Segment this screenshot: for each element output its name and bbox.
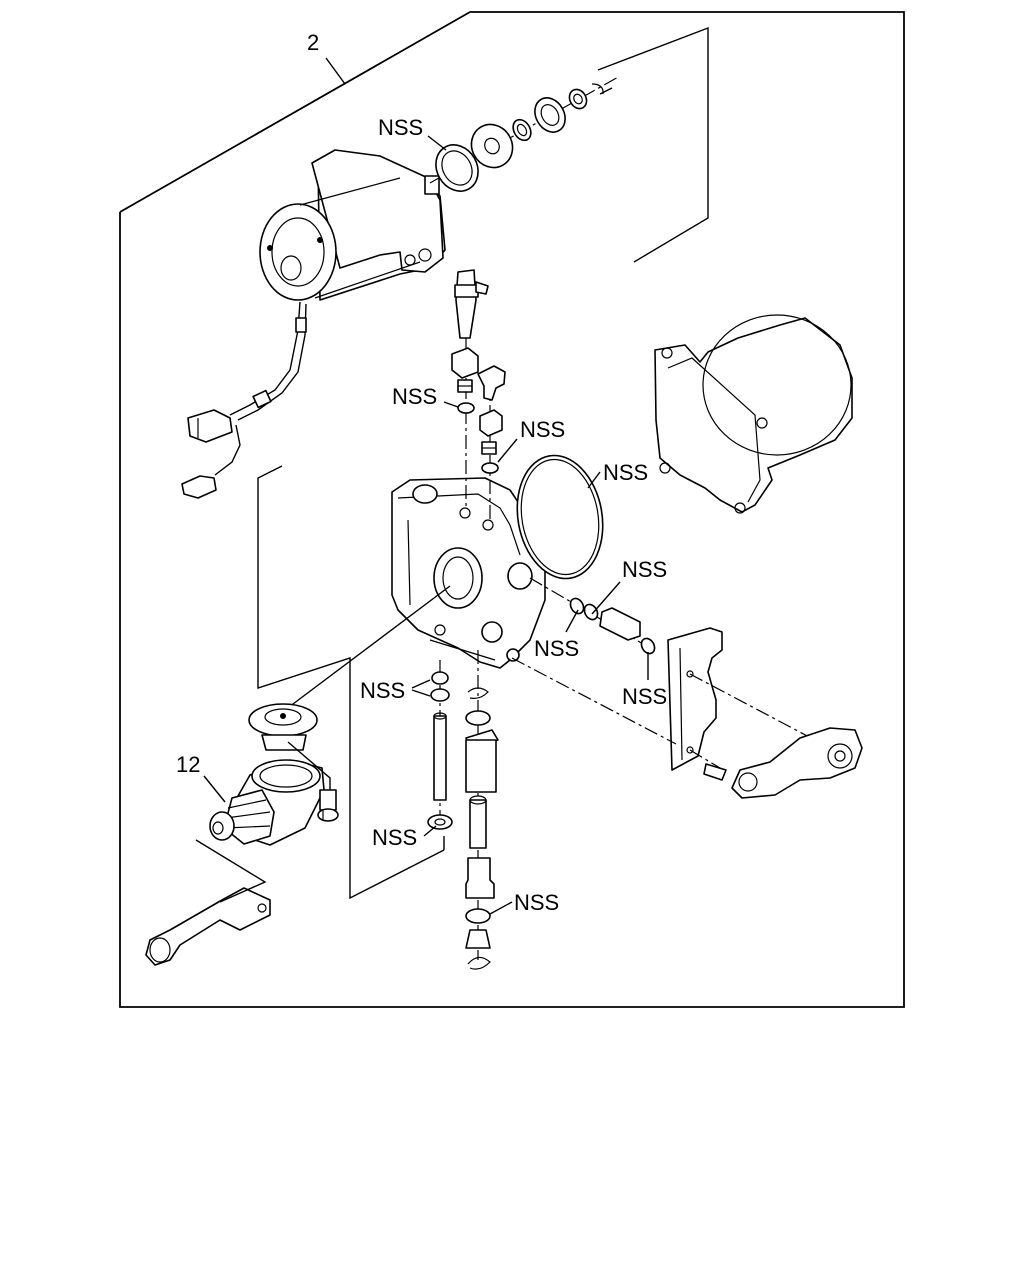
boot-assembly <box>145 703 339 966</box>
fitting-stack <box>451 269 506 520</box>
leader-item-2 <box>325 57 346 85</box>
gear-cover <box>654 314 853 514</box>
electric-motor <box>181 149 446 499</box>
valve-housing <box>391 477 546 669</box>
callout-nss-plunger: NSS <box>372 825 417 850</box>
routing-line-left <box>257 465 445 900</box>
housing-oring <box>516 454 604 580</box>
subassembly-outline <box>597 26 709 263</box>
callout-nss-washer-upper: NSS <box>392 384 437 409</box>
callout-nss-lower-right: NSS <box>514 890 559 915</box>
bracket-plate <box>667 627 723 771</box>
pin-and-washers <box>529 577 656 655</box>
lower-valve-stack <box>427 650 499 970</box>
callout-nss-lower-left: NSS <box>360 678 405 703</box>
callout-nss-1: NSS <box>378 115 423 140</box>
callout-item-12: 12 <box>176 752 200 777</box>
bearing-and-washers <box>429 75 621 192</box>
leader-housing-to-bracket <box>511 657 677 745</box>
leader-item-12 <box>203 775 226 803</box>
callout-nss-pin-left: NSS <box>534 636 579 661</box>
callout-nss-pin-end: NSS <box>622 684 667 709</box>
leader-housing-seal <box>284 585 451 711</box>
leader-nss-oring-motor <box>427 135 447 151</box>
callout-nss-washer-mesh: NSS <box>520 417 565 442</box>
callout-nss-oring: NSS <box>603 460 648 485</box>
callout-item-2: 2 <box>307 30 319 55</box>
lever-arm <box>703 727 863 799</box>
assembly-frame <box>119 11 905 1008</box>
callout-nss-pin-right: NSS <box>622 557 667 582</box>
